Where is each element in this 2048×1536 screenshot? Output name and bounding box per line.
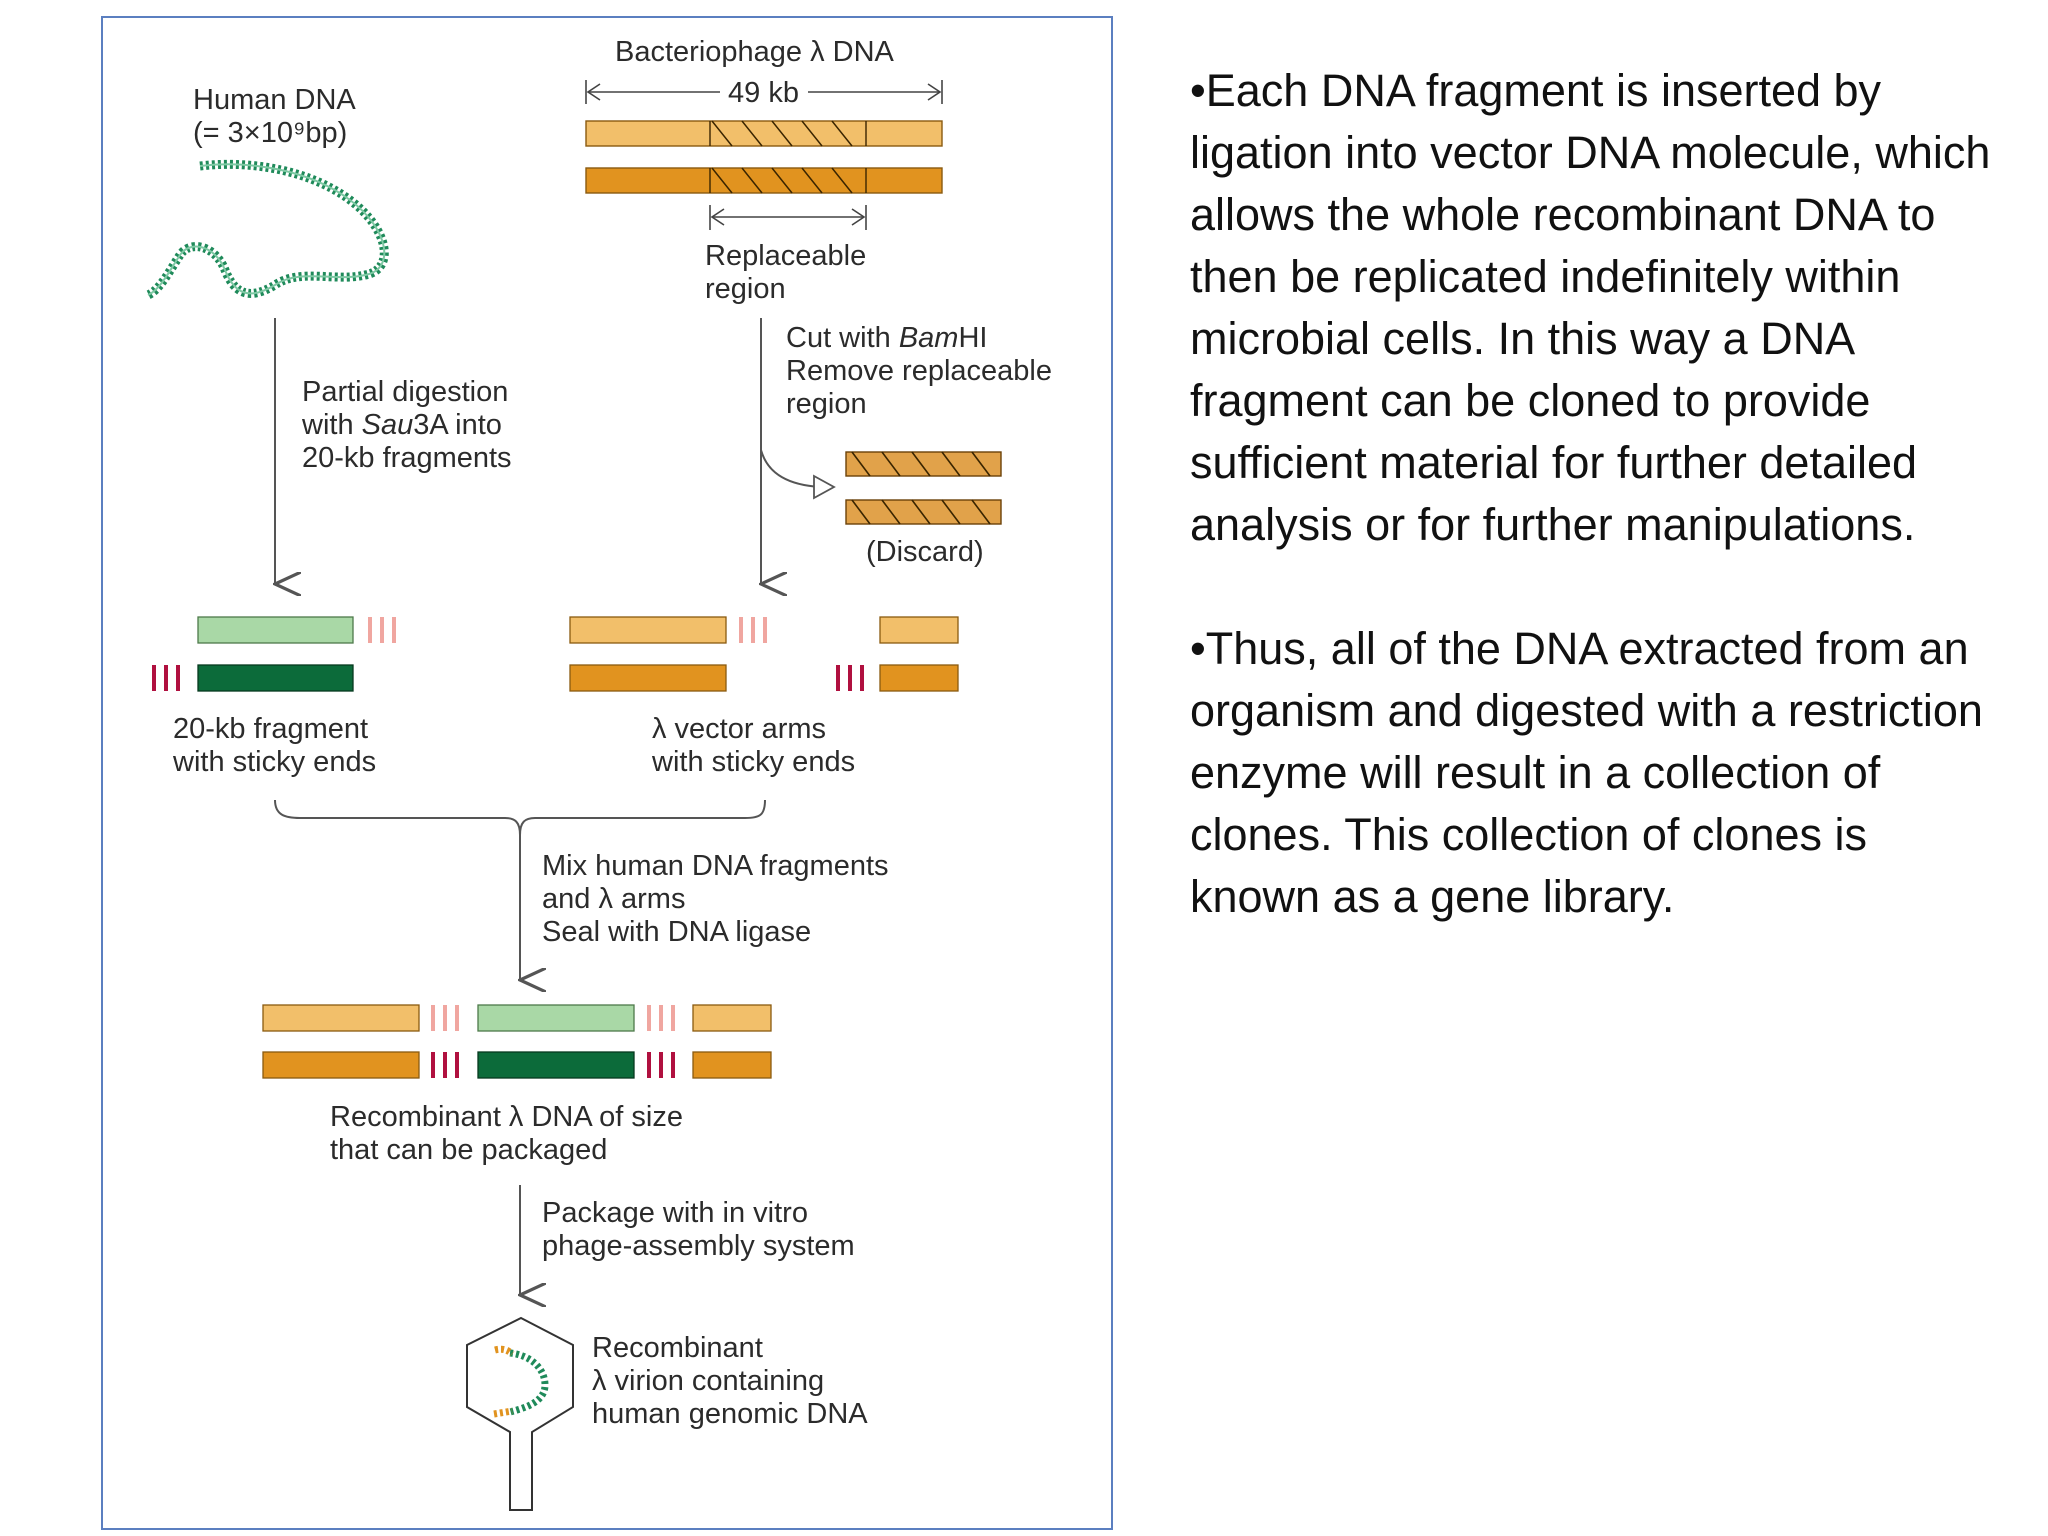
mix-label: Mix human DNA fragments and λ arms Seal … bbox=[542, 850, 897, 948]
cut-label: Cut with BamHI Remove replaceable region bbox=[786, 322, 1060, 420]
replaceable-label: Replaceable region bbox=[705, 240, 874, 305]
recombinant-dna bbox=[262, 1004, 772, 1079]
virion-icon bbox=[466, 1316, 574, 1511]
discard-label: (Discard) bbox=[866, 536, 984, 568]
fragment-label: 20-kb fragment with sticky ends bbox=[172, 713, 376, 778]
human-dna-size: (= 3×10⁹bp) bbox=[193, 117, 347, 149]
package-label: Package with in vitro phage-assembly sys… bbox=[542, 1197, 855, 1262]
recombinant-label: Recombinant λ DNA of size that can be pa… bbox=[330, 1101, 691, 1166]
phage-dna-strands bbox=[585, 120, 943, 194]
phage-title: Bacteriophage λ DNA bbox=[615, 36, 895, 68]
discard-arrow bbox=[760, 449, 821, 488]
bullet-text-block: •Each DNA fragment is inserted by ligati… bbox=[1190, 60, 2000, 990]
partial-digestion-label: Partial digestion with Sau3A into 20-kb … bbox=[301, 376, 516, 474]
bullet-paragraph: •Each DNA fragment is inserted by ligati… bbox=[1190, 65, 1991, 550]
vector-arms bbox=[569, 616, 959, 692]
discarded-region bbox=[845, 451, 1002, 525]
vector-label: λ vector arms with sticky ends bbox=[651, 713, 855, 778]
bullet-paragraph: •Thus, all of the DNA extracted from an … bbox=[1190, 623, 1983, 922]
phage-length: 49 kb bbox=[728, 77, 799, 109]
human-dna-title: Human DNA bbox=[193, 84, 356, 116]
diagram-frame bbox=[101, 16, 1113, 1530]
virion-label: Recombinant λ virion containing human ge… bbox=[592, 1332, 868, 1430]
cloning-diagram: Human DNA (= 3×10⁹bp) Bacteriophage λ DN… bbox=[101, 16, 1113, 1530]
human-fragment bbox=[152, 616, 396, 692]
